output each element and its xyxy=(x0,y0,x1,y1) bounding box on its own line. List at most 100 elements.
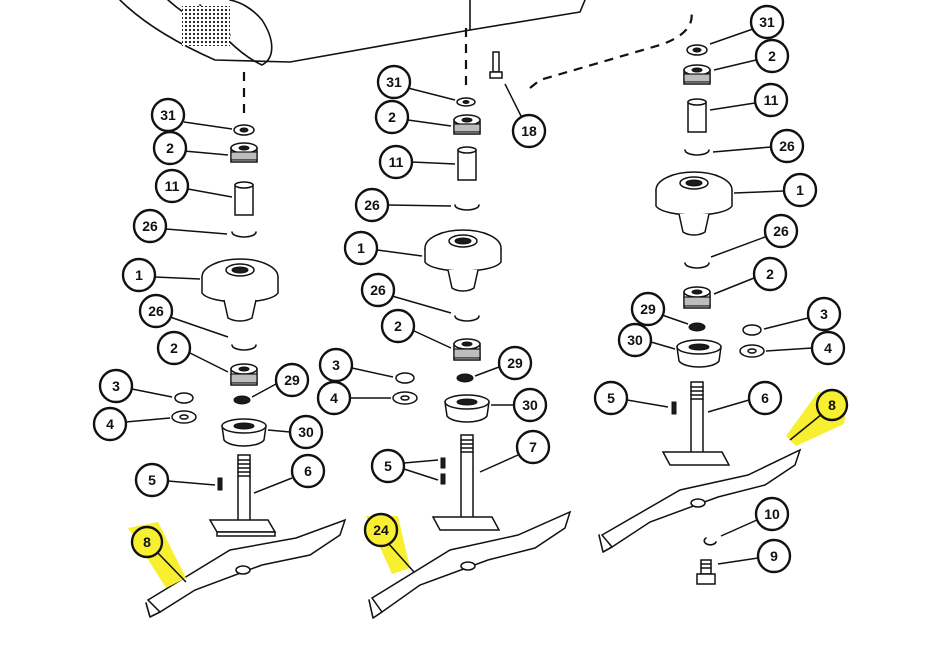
snap-ring-part xyxy=(454,315,480,322)
svg-text:2: 2 xyxy=(394,318,402,334)
svg-text:11: 11 xyxy=(389,154,404,170)
belt-guide-line xyxy=(529,7,693,89)
svg-text:4: 4 xyxy=(824,340,832,356)
nut-part xyxy=(456,373,474,383)
callout-left-housing: 1 xyxy=(121,257,201,293)
callout-right-blade-bolt: 9 xyxy=(717,538,792,574)
svg-text:8: 8 xyxy=(143,534,151,550)
callout-left-spacer: 11 xyxy=(154,168,233,204)
svg-text:26: 26 xyxy=(779,138,795,154)
spindle-part xyxy=(661,381,731,466)
right-spindle-assembly xyxy=(598,44,802,585)
svg-text:26: 26 xyxy=(773,223,789,239)
callout-left-snap-ring-top: 26 xyxy=(132,208,228,244)
callout-left-cup: 30 xyxy=(267,414,324,450)
callout-center-bearing-bottom: 2 xyxy=(380,308,452,349)
callout-center-blade-highlighted: 24 xyxy=(363,512,415,574)
svg-text:4: 4 xyxy=(106,416,114,432)
svg-text:9: 9 xyxy=(770,548,778,564)
housing-part xyxy=(655,171,733,236)
snap-ring-part xyxy=(684,262,710,269)
callout-left-blade-highlighted: 8 xyxy=(128,522,187,588)
callout-right-blade-highlighted: 8 xyxy=(786,388,849,446)
callout-left-bearing-top: 2 xyxy=(152,130,229,166)
svg-text:10: 10 xyxy=(764,506,780,522)
callout-left-washer-top: 31 xyxy=(150,97,233,133)
svg-text:8: 8 xyxy=(828,397,836,413)
callout-right-key: 5 xyxy=(593,380,669,416)
housing-part xyxy=(201,258,279,322)
svg-text:1: 1 xyxy=(135,267,143,283)
svg-text:29: 29 xyxy=(507,355,523,371)
callout-right-snap-ring-bottom: 26 xyxy=(710,213,799,258)
callout-left-washer-small: 3 xyxy=(98,368,173,404)
callout-right-housing: 1 xyxy=(733,172,818,208)
svg-text:24: 24 xyxy=(373,522,389,538)
snap-ring-part xyxy=(231,231,257,238)
svg-text:2: 2 xyxy=(166,140,174,156)
callout-right-washer-small: 3 xyxy=(763,296,842,332)
washer-part xyxy=(174,392,194,404)
svg-text:5: 5 xyxy=(384,458,392,474)
callout-center-washer-flat: 4 xyxy=(316,380,391,416)
callout-center-cup: 30 xyxy=(491,387,548,423)
callout-center-bolt: 18 xyxy=(504,83,547,149)
spacer-part xyxy=(234,184,254,216)
svg-text:18: 18 xyxy=(521,123,537,139)
callout-right-cup: 30 xyxy=(617,322,676,358)
svg-text:1: 1 xyxy=(357,240,365,256)
callout-left-washer-flat: 4 xyxy=(92,406,171,442)
callout-center-spindle: 7 xyxy=(479,429,551,473)
key-part xyxy=(671,401,677,415)
callout-left-snap-ring-bottom: 26 xyxy=(138,293,229,338)
svg-text:5: 5 xyxy=(148,472,156,488)
svg-text:29: 29 xyxy=(640,301,656,317)
callout-right-spindle: 6 xyxy=(707,380,783,416)
callout-right-spacer: 11 xyxy=(709,82,789,118)
svg-text:26: 26 xyxy=(364,197,380,213)
callout-left-key: 5 xyxy=(134,462,216,498)
svg-text:4: 4 xyxy=(330,390,338,406)
callout-center-snap-ring-top: 26 xyxy=(354,187,452,223)
svg-text:7: 7 xyxy=(529,439,537,455)
callout-right-nut: 29 xyxy=(630,291,689,327)
lock-washer-part xyxy=(703,537,717,546)
svg-text:2: 2 xyxy=(170,340,178,356)
callout-center-washer-small: 3 xyxy=(318,347,394,383)
mower-deck-outline xyxy=(119,0,586,66)
svg-text:2: 2 xyxy=(388,109,396,125)
svg-text:31: 31 xyxy=(386,74,402,90)
svg-text:30: 30 xyxy=(298,424,314,440)
spindle-part xyxy=(431,434,501,531)
svg-text:3: 3 xyxy=(820,306,828,322)
svg-text:1: 1 xyxy=(796,182,804,198)
svg-text:31: 31 xyxy=(160,107,176,123)
washer-part xyxy=(742,324,762,336)
callout-right-bearing-bottom: 2 xyxy=(713,256,788,295)
callout-center-nut: 29 xyxy=(474,345,533,381)
callout-center-bearing-top: 2 xyxy=(374,99,452,135)
washer-part xyxy=(395,372,415,384)
svg-text:11: 11 xyxy=(165,178,180,194)
key-part xyxy=(217,477,223,491)
callout-center-keys: 5 xyxy=(370,448,439,484)
snap-ring-part xyxy=(684,149,710,156)
svg-text:6: 6 xyxy=(304,463,312,479)
spacer-part xyxy=(687,101,707,133)
callout-right-washer-top: 31 xyxy=(709,4,785,45)
key-part xyxy=(440,473,446,485)
callout-right-bearing-top: 2 xyxy=(713,38,790,74)
blade-part xyxy=(600,448,802,548)
nut-part xyxy=(688,322,706,332)
callout-left-nut: 29 xyxy=(251,362,310,398)
housing-part xyxy=(424,229,502,292)
callout-center-spacer: 11 xyxy=(378,144,456,180)
callout-right-lock-washer: 10 xyxy=(720,496,790,537)
svg-text:30: 30 xyxy=(627,332,643,348)
svg-text:30: 30 xyxy=(522,397,538,413)
snap-ring-part xyxy=(454,204,480,211)
svg-text:3: 3 xyxy=(332,357,340,373)
svg-text:29: 29 xyxy=(284,372,300,388)
callout-left-spindle: 6 xyxy=(253,453,326,494)
